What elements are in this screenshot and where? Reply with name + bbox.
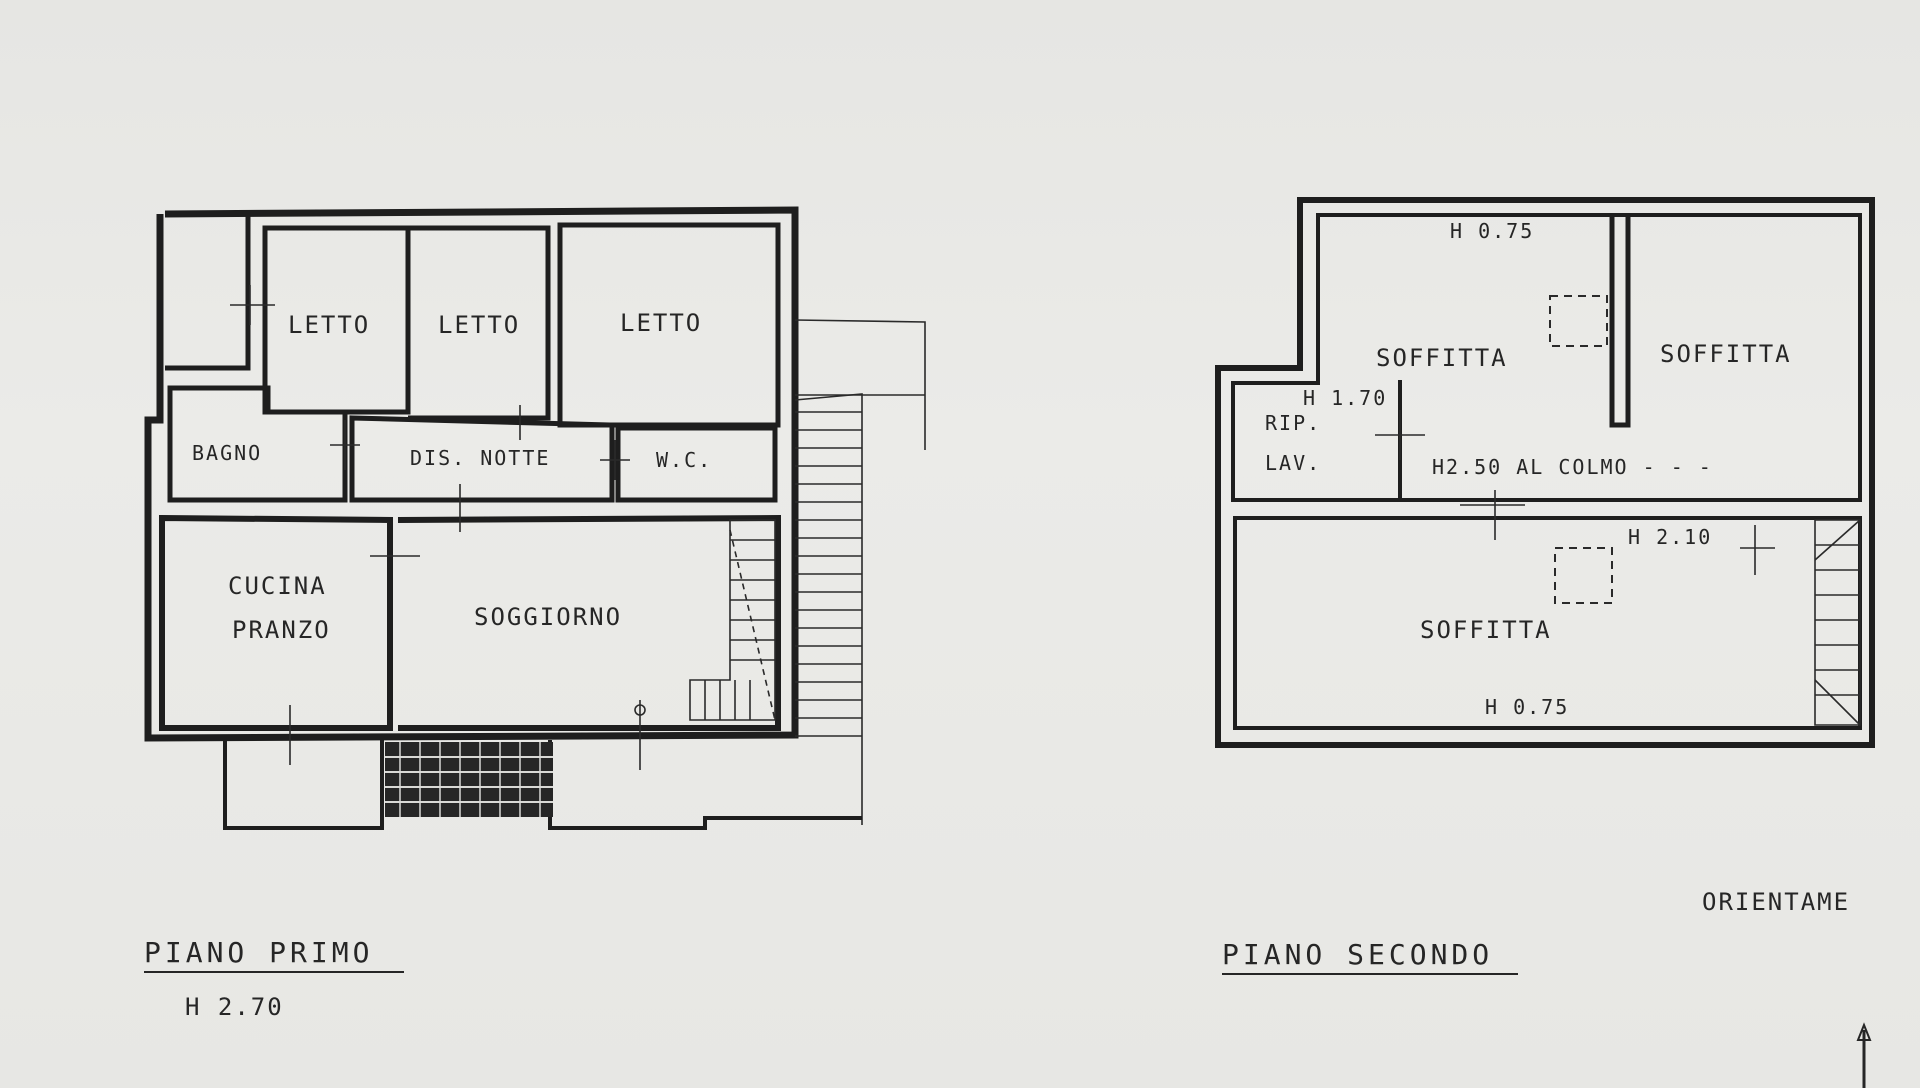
- soffitta-3-wall: [1233, 516, 1862, 730]
- room-label-wc: W.C.: [656, 448, 712, 472]
- height-label-170: H 1.70: [1303, 386, 1387, 410]
- height-label-210: H 2.10: [1628, 525, 1712, 549]
- room-label-letto-1: LETTO: [288, 311, 370, 339]
- room-label-letto-2: LETTO: [438, 311, 520, 339]
- wc-wall: [615, 425, 778, 503]
- room-label-dis-notte: DIS. NOTTE: [410, 446, 550, 470]
- storage-wall: [165, 211, 251, 371]
- bagno-wall: [167, 385, 348, 503]
- orientation-label: ORIENTAME: [1702, 888, 1850, 916]
- height-label-bottom: H 0.75: [1485, 695, 1569, 719]
- hatched-block: [385, 742, 553, 817]
- room-label-letto-3: LETTO: [620, 309, 702, 337]
- height-label-250: H2.50 AL COLMO - - -: [1432, 455, 1713, 479]
- letto-1-wall: [262, 225, 411, 415]
- first-floor-plan: LETTO LETTO LETTO BAGNO DIS. NOTTE W.C. …: [144, 206, 926, 830]
- cucina-wall: [159, 514, 393, 731]
- second-floor-plan: H 0.75 SOFFITTA SOFFITTA H 1.70 RIP. LAV…: [1215, 197, 1875, 748]
- second-floor-stair: [1814, 519, 1861, 726]
- soggiorno-wall: [397, 514, 781, 731]
- first-floor-height: H 2.70: [185, 993, 284, 1021]
- room-label-bagno: BAGNO: [192, 441, 262, 465]
- letto-2-wall: [408, 225, 551, 421]
- room-label-soggiorno: SOGGIORNO: [474, 603, 622, 631]
- room-label-rip: RIP.: [1265, 411, 1321, 435]
- door-marks-first: [230, 285, 646, 770]
- dis-notte-wall: [349, 415, 615, 503]
- letto-3-wall: [557, 222, 781, 428]
- second-floor-inner-wall: [1231, 213, 1862, 502]
- room-label-soffitta-2: SOFFITTA: [1660, 340, 1792, 368]
- skylight-bottom: [1554, 547, 1613, 604]
- north-arrow-icon: [1856, 1022, 1872, 1088]
- partition-wall: [1609, 215, 1631, 428]
- second-floor-title: PIANO SECONDO: [1222, 938, 1493, 971]
- terrace-right: [548, 740, 862, 830]
- internal-stair: [689, 519, 776, 721]
- room-label-soffitta-3: SOFFITTA: [1420, 616, 1552, 644]
- first-floor-title: PIANO PRIMO: [144, 936, 373, 969]
- room-label-soffitta-1: SOFFITTA: [1376, 344, 1508, 372]
- first-floor-outer-wall: [144, 206, 799, 742]
- door-marks-second: [1375, 410, 1775, 575]
- skylight-top: [1549, 295, 1608, 347]
- external-stair: [794, 319, 926, 825]
- height-label-top: H 0.75: [1450, 219, 1534, 243]
- room-label-pranzo: PRANZO: [232, 616, 331, 644]
- room-label-cucina: CUCINA: [228, 572, 327, 600]
- terrace-left: [223, 740, 384, 830]
- second-floor-outer-wall: [1215, 197, 1875, 748]
- room-label-lav: LAV.: [1265, 451, 1321, 475]
